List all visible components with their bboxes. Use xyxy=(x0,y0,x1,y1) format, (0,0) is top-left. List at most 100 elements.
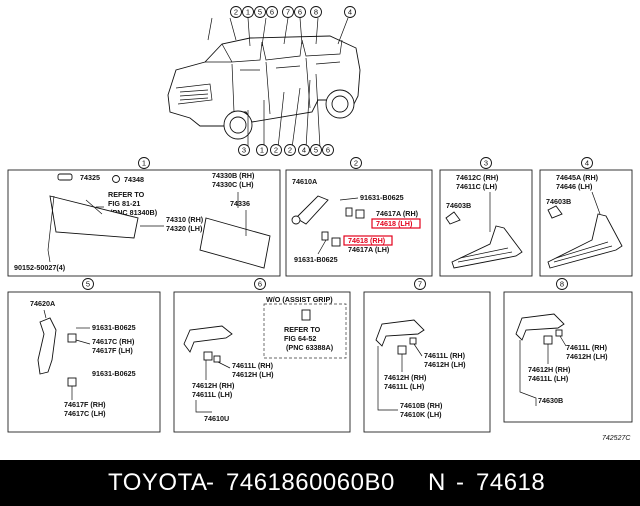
box-6-fig: FIG 64-52 xyxy=(284,334,316,343)
callout-top-1 xyxy=(230,6,242,18)
box-2-part-74610a: 74610A xyxy=(292,177,317,186)
callout-top-8 xyxy=(344,6,356,18)
callout-top-6 xyxy=(294,6,306,18)
footer-n-label: N xyxy=(428,469,446,496)
box-6-number: 6 xyxy=(258,280,262,289)
box-8-number: 8 xyxy=(560,280,564,289)
box-4-part-74603b: 74603B xyxy=(546,197,571,206)
box-6-part-74611l-rh: 74611L (RH) xyxy=(232,361,274,370)
box-5-part-74617f-lh: 74617F (LH) xyxy=(92,346,133,355)
footer-part-number: 7461860060B0 xyxy=(226,469,395,496)
box-4-part-74646: 74646 (LH) xyxy=(556,182,593,191)
box-3-part-74612c: 74612C (RH) xyxy=(456,173,499,182)
box-1-pnc: (PNC 81340B) xyxy=(110,208,158,217)
callout-top-7 xyxy=(310,6,322,18)
box-6-assist-grip: 6 W/O (ASSIST GRIP) REFER TO FIG 64-52 (… xyxy=(173,278,351,433)
callout-top-4 xyxy=(266,6,278,18)
box-1-part-74336: 74336 xyxy=(230,199,250,208)
box-1-part-74320: 74320 (LH) xyxy=(166,224,203,233)
box-5-number: 5 xyxy=(86,280,90,289)
callout-top-1-label: 2 xyxy=(234,8,238,17)
diagram-canvas: 2 1 5 6 7 6 8 4 3 1 2 2 4 5 6 1 7 4 xyxy=(7,6,633,442)
callout-top-3 xyxy=(254,6,266,18)
box-1-part-74330b: 74330B (RH) xyxy=(212,171,255,180)
part-footer-bar: TOYOTA - 7461860060B0 N - 74618 xyxy=(0,460,640,506)
box-5-assist-grip: 5 74620A 91631-B0625 74617C (RH) 74617F … xyxy=(7,278,161,433)
callout-bottom-4 xyxy=(284,144,296,156)
box-8-part-74611l-lh: 74611L (LH) xyxy=(528,374,569,383)
box-6-part-74612h-lh: 74612H (LH) xyxy=(232,370,274,379)
box-7-part-74611l-lh: 74611L (LH) xyxy=(384,382,425,391)
box-5-part-74617c-rh: 74617C (RH) xyxy=(92,337,135,346)
box-7-number: 7 xyxy=(418,280,422,289)
callouts-bottom: 3 1 2 2 4 5 6 xyxy=(238,144,334,156)
callout-bottom-5-label: 4 xyxy=(302,146,306,155)
box-3-part-74611c: 74611C (LH) xyxy=(456,182,498,191)
box-2-part-74618-lh: 74618 (LH) xyxy=(376,219,413,228)
box-6-refer: REFER TO xyxy=(284,325,321,334)
box-1-part-90152: 90152-50027(4) xyxy=(14,263,66,272)
box-1-part-74348: 74348 xyxy=(124,175,144,184)
callout-top-8-label: 4 xyxy=(348,8,352,17)
callout-top-7-label: 8 xyxy=(314,8,318,17)
callout-top-5 xyxy=(282,6,294,18)
box-7-part-74610b-rh: 74610B (RH) xyxy=(400,401,443,410)
callout-top-2 xyxy=(242,6,254,18)
callout-bottom-7 xyxy=(322,144,334,156)
box-5-part-91631-top: 91631-B0625 xyxy=(92,323,136,332)
callout-top-4-label: 6 xyxy=(270,8,274,17)
box-8-assist-grip: 8 74611L (RH) 74612H (LH) 74612H (RH) 74… xyxy=(503,278,633,423)
box-7-part-74612h-lh: 74612H (LH) xyxy=(424,360,466,369)
box-7-part-74610k-lh: 74610K (LH) xyxy=(400,410,442,419)
box-8-part-74611l-rh: 74611L (RH) xyxy=(566,343,608,352)
highlight-74618-rh xyxy=(343,235,393,246)
box-5-part-91631-bottom: 91631-B0625 xyxy=(92,369,136,378)
callout-bottom-7-label: 6 xyxy=(326,146,330,155)
box-7-part-74612h-rh: 74612H (RH) xyxy=(384,373,427,382)
box-2-part-74617a-rh: 74617A (RH) xyxy=(376,209,419,218)
callout-bottom-5 xyxy=(298,144,310,156)
box-2-number: 2 xyxy=(354,159,358,168)
callout-bottom-4-label: 2 xyxy=(288,146,292,155)
illustration-ref-code: 742527C xyxy=(602,435,631,442)
callout-top-3-label: 5 xyxy=(258,8,262,17)
callout-top-2-label: 1 xyxy=(246,8,250,17)
box-4-number: 4 xyxy=(585,159,589,168)
footer-separator-2: - xyxy=(456,469,465,496)
callout-bottom-1 xyxy=(238,144,250,156)
vehicle-illustration xyxy=(167,17,361,149)
callout-bottom-2-label: 1 xyxy=(260,146,264,155)
callout-bottom-3 xyxy=(270,144,282,156)
box-3-number: 3 xyxy=(484,159,488,168)
box-5-part-74617c-lh: 74617C (LH) xyxy=(64,409,106,418)
callout-top-5-label: 7 xyxy=(286,8,290,17)
box-8-part-74630b: 74630B xyxy=(538,396,563,405)
callout-bottom-6-label: 5 xyxy=(314,146,318,155)
callout-bottom-1-label: 3 xyxy=(242,146,246,155)
box-3-part-74603b: 74603B xyxy=(446,201,471,210)
callout-top-6-label: 6 xyxy=(298,8,302,17)
parts-diagram: 2 1 5 6 7 6 8 4 3 1 2 2 4 5 6 1 7 4 xyxy=(7,6,633,442)
box-1-sun-visor: 1 74325 74348 REFER TO FIG 81-21 (PNC 81… xyxy=(7,157,281,277)
box-2-part-91631-bottom: 91631-B0625 xyxy=(294,255,338,264)
box-5-part-74620a: 74620A xyxy=(30,299,55,308)
box-5-part-74617f-rh: 74617F (RH) xyxy=(64,400,106,409)
callout-bottom-2 xyxy=(256,144,268,156)
box-6-pnc: (PNC 63388A) xyxy=(286,343,334,352)
box-7-assist-grip: 7 74611L (RH) 74612H (LH) 74612H (RH) 74… xyxy=(363,278,491,433)
box-6-woag: W/O (ASSIST GRIP) xyxy=(266,295,333,304)
box-2-part-74618-rh: 74618 (RH) xyxy=(348,236,386,245)
box-1-refer: REFER TO xyxy=(108,190,145,199)
callout-bottom-6 xyxy=(310,144,322,156)
callout-bottom-3-label: 2 xyxy=(274,146,278,155)
box-1-part-74330c: 74330C (LH) xyxy=(212,180,254,189)
box-1-part-74310: 74310 (RH) xyxy=(166,215,204,224)
box-8-part-74612h-rh: 74612H (RH) xyxy=(528,365,571,374)
box-6-part-74611l-lh: 74611L (LH) xyxy=(192,390,233,399)
box-3-garnish: 3 74612C (RH) 74611C (LH) 74603B xyxy=(439,157,533,277)
footer-brand: TOYOTA xyxy=(108,469,208,496)
box-6-part-74612h-rh: 74612H (RH) xyxy=(192,381,235,390)
box-4-garnish: 4 74645A (RH) 74646 (LH) 74603B xyxy=(539,157,633,277)
box-2-part-74617a-lh: 74617A (LH) xyxy=(348,245,390,254)
footer-separator-1: - xyxy=(206,469,215,496)
